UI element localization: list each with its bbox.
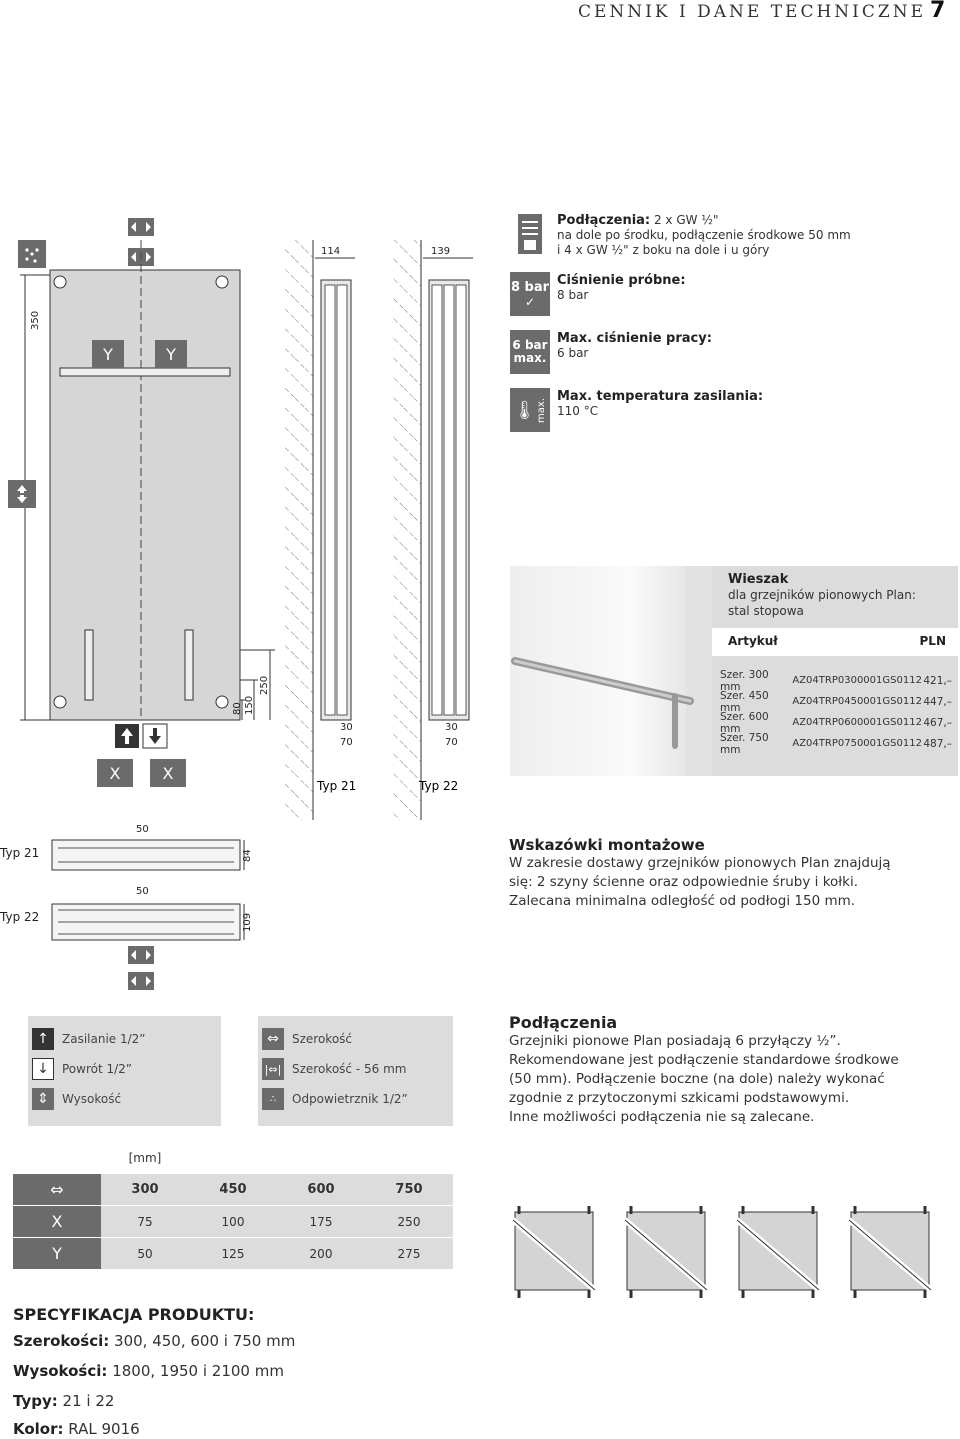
product-spec-heading: SPECYFIKACJA PRODUKTU: xyxy=(13,1305,255,1324)
test-pressure-icon: 8 bar ✓ xyxy=(510,272,550,316)
legend-left: ↑Zasilanie 1/2” ↓Powrót 1/2” ⇕Wysokość xyxy=(28,1016,221,1126)
spec-connection-line2: i 4 x GW ½" z boku na dole i u góry xyxy=(557,243,770,257)
radiator-side-views: 114 139 30 70 30 70 Typ 21 Typ 22 xyxy=(285,240,473,820)
supply-arrow-icon: ↑ xyxy=(32,1028,54,1050)
dim-table-row: Y 50 125 200 275 xyxy=(13,1238,453,1269)
bottom-dim-250: 250 xyxy=(259,676,270,695)
width-icon: ⇔ xyxy=(13,1174,101,1205)
radiator-front-view: 350 80 150 250 xyxy=(8,218,275,749)
legend-item-return: ↓Powrót 1/2” xyxy=(32,1054,221,1084)
spec-max-temp-value: 110 °C xyxy=(557,404,599,418)
side21-dim-b: 70 xyxy=(340,737,353,748)
y-dim-label-right: Y xyxy=(155,340,187,368)
max-pressure-icon: 6 bar max. xyxy=(510,330,550,374)
hanger-col-price: PLN xyxy=(919,634,946,648)
connections-title: Podłączenia xyxy=(509,1013,618,1032)
spec-test-pressure-title: Ciśnienie próbne: xyxy=(557,273,686,288)
spec-connection-title: Podłączenia: xyxy=(557,213,651,228)
height-icon: ⇕ xyxy=(32,1088,54,1110)
spec-test-pressure-value: 8 bar xyxy=(557,288,589,302)
montage-line-2: się: 2 szyny ścienne oraz odpowiednie śr… xyxy=(509,874,858,890)
side21-dim-a: 30 xyxy=(340,722,353,733)
y-dim-label-left: Y xyxy=(92,340,124,368)
vent-icon: ∴ xyxy=(262,1088,284,1110)
bottom-dim-80: 80 xyxy=(232,702,243,715)
dim-table-header: [mm] xyxy=(13,1145,453,1170)
page-header-title: CENNIK I DANE TECHNICZNE xyxy=(578,2,926,22)
radiator-top-views: 50 50 84 109 xyxy=(51,824,253,990)
hanger-photo xyxy=(510,566,712,776)
montage-title: Wskazówki montażowe xyxy=(509,836,705,854)
side-depth-21: 114 xyxy=(321,246,340,257)
hanger-name: Wieszak xyxy=(728,572,789,587)
montage-line-3: Zalecana minimalna odległość od podłogi … xyxy=(509,893,856,909)
product-spec-heights: Wysokości: 1800, 1950 i 2100 mm xyxy=(13,1362,284,1380)
spec-connection-line1: na dole po środku, podłączenie środkowe … xyxy=(557,228,851,242)
side22-dim-a: 30 xyxy=(445,722,458,733)
dim-table-row: ⇔ 300 450 600 750 xyxy=(13,1174,453,1205)
width-56-icon: |⇔| xyxy=(262,1058,284,1080)
top22-center-dim: 50 xyxy=(136,886,149,897)
top-view-21-label: Typ 21 xyxy=(0,846,40,860)
hanger-col-article: Artykuł xyxy=(728,634,778,648)
side-depth-22: 139 xyxy=(431,246,450,257)
max-pressure-badge: 6 bar xyxy=(512,338,548,352)
x-dim-label-right: X xyxy=(150,759,186,787)
dim-table-row: X 75 100 175 250 xyxy=(13,1206,453,1237)
test-pressure-badge: 8 bar xyxy=(510,279,550,295)
legend-item-width-56: |⇔|Szerokość - 56 mm xyxy=(262,1054,453,1084)
connections-line-4: zgodnie z przytoczonymi szkicami podstaw… xyxy=(509,1090,850,1106)
connections-line-1: Grzejniki pionowe Plan posiadają 6 przył… xyxy=(509,1033,841,1049)
legend-item-vent: ∴Odpowietrznik 1/2” xyxy=(262,1084,453,1114)
connection-icon xyxy=(510,212,550,256)
thermometer-badge: max. xyxy=(535,397,547,423)
product-spec-color: Kolor: RAL 9016 xyxy=(13,1420,140,1438)
width-icon: ⇔ xyxy=(262,1028,284,1050)
top21-depth-dim: 84 xyxy=(242,849,253,862)
top21-center-dim: 50 xyxy=(136,824,149,835)
montage-line-1: W zakresie dostawy grzejników pionowych … xyxy=(509,855,891,871)
dim-table-x-label: X xyxy=(13,1206,101,1237)
bottom-dim-150: 150 xyxy=(244,696,255,715)
product-spec-types: Typy: 21 i 22 xyxy=(13,1392,115,1410)
dim-table-y-label: Y xyxy=(13,1238,101,1269)
top-view-22-label: Typ 22 xyxy=(0,910,40,924)
hanger-desc-2: stal stopowa xyxy=(728,604,804,618)
connections-line-5: Inne możliwości podłączenia nie są zalec… xyxy=(509,1109,815,1125)
spec-max-pressure-title: Max. ciśnienie pracy: xyxy=(557,331,712,346)
spec-max-pressure-value: 6 bar xyxy=(557,346,589,360)
product-spec-widths: Szerokości: 300, 450, 600 i 750 mm xyxy=(13,1332,296,1350)
dim-table-unit: [mm] xyxy=(128,1150,162,1165)
hanger-desc-1: dla grzejników pionowych Plan: xyxy=(728,588,916,602)
side22-dim-b: 70 xyxy=(445,737,458,748)
connections-line-3: (50 mm). Podłączenie boczne (na dole) na… xyxy=(509,1071,885,1087)
x-dim-label-left: X xyxy=(97,759,133,787)
connection-sketches xyxy=(511,1206,933,1298)
thermometer-icon: 🌡 max. xyxy=(510,388,550,432)
legend-item-supply: ↑Zasilanie 1/2” xyxy=(32,1024,221,1054)
legend-item-height: ⇕Wysokość xyxy=(32,1084,221,1114)
spec-max-temp-title: Max. temperatura zasilania: xyxy=(557,389,764,404)
max-pressure-badge2: max. xyxy=(513,351,547,365)
spec-connection-inline: 2 x GW ½" xyxy=(653,213,719,227)
dimension-table: [mm] ⇔ 300 450 600 750 X 75 100 175 250 … xyxy=(13,1145,453,1270)
page-number: 7 xyxy=(930,0,946,23)
side21-type-label: Typ 21 xyxy=(316,779,356,793)
legend-right: ⇔Szerokość |⇔|Szerokość - 56 mm ∴Odpowie… xyxy=(258,1016,453,1126)
side22-type-label: Typ 22 xyxy=(418,779,458,793)
connections-line-2: Rekomendowane jest podłączenie standardo… xyxy=(509,1052,899,1068)
legend-item-width: ⇔Szerokość xyxy=(262,1024,453,1054)
height-dim-label: 350 xyxy=(30,311,41,330)
hanger-panel: Wieszak dla grzejników pionowych Plan: s… xyxy=(712,566,958,776)
top22-depth-dim: 109 xyxy=(242,913,253,932)
return-arrow-icon: ↓ xyxy=(32,1058,54,1080)
